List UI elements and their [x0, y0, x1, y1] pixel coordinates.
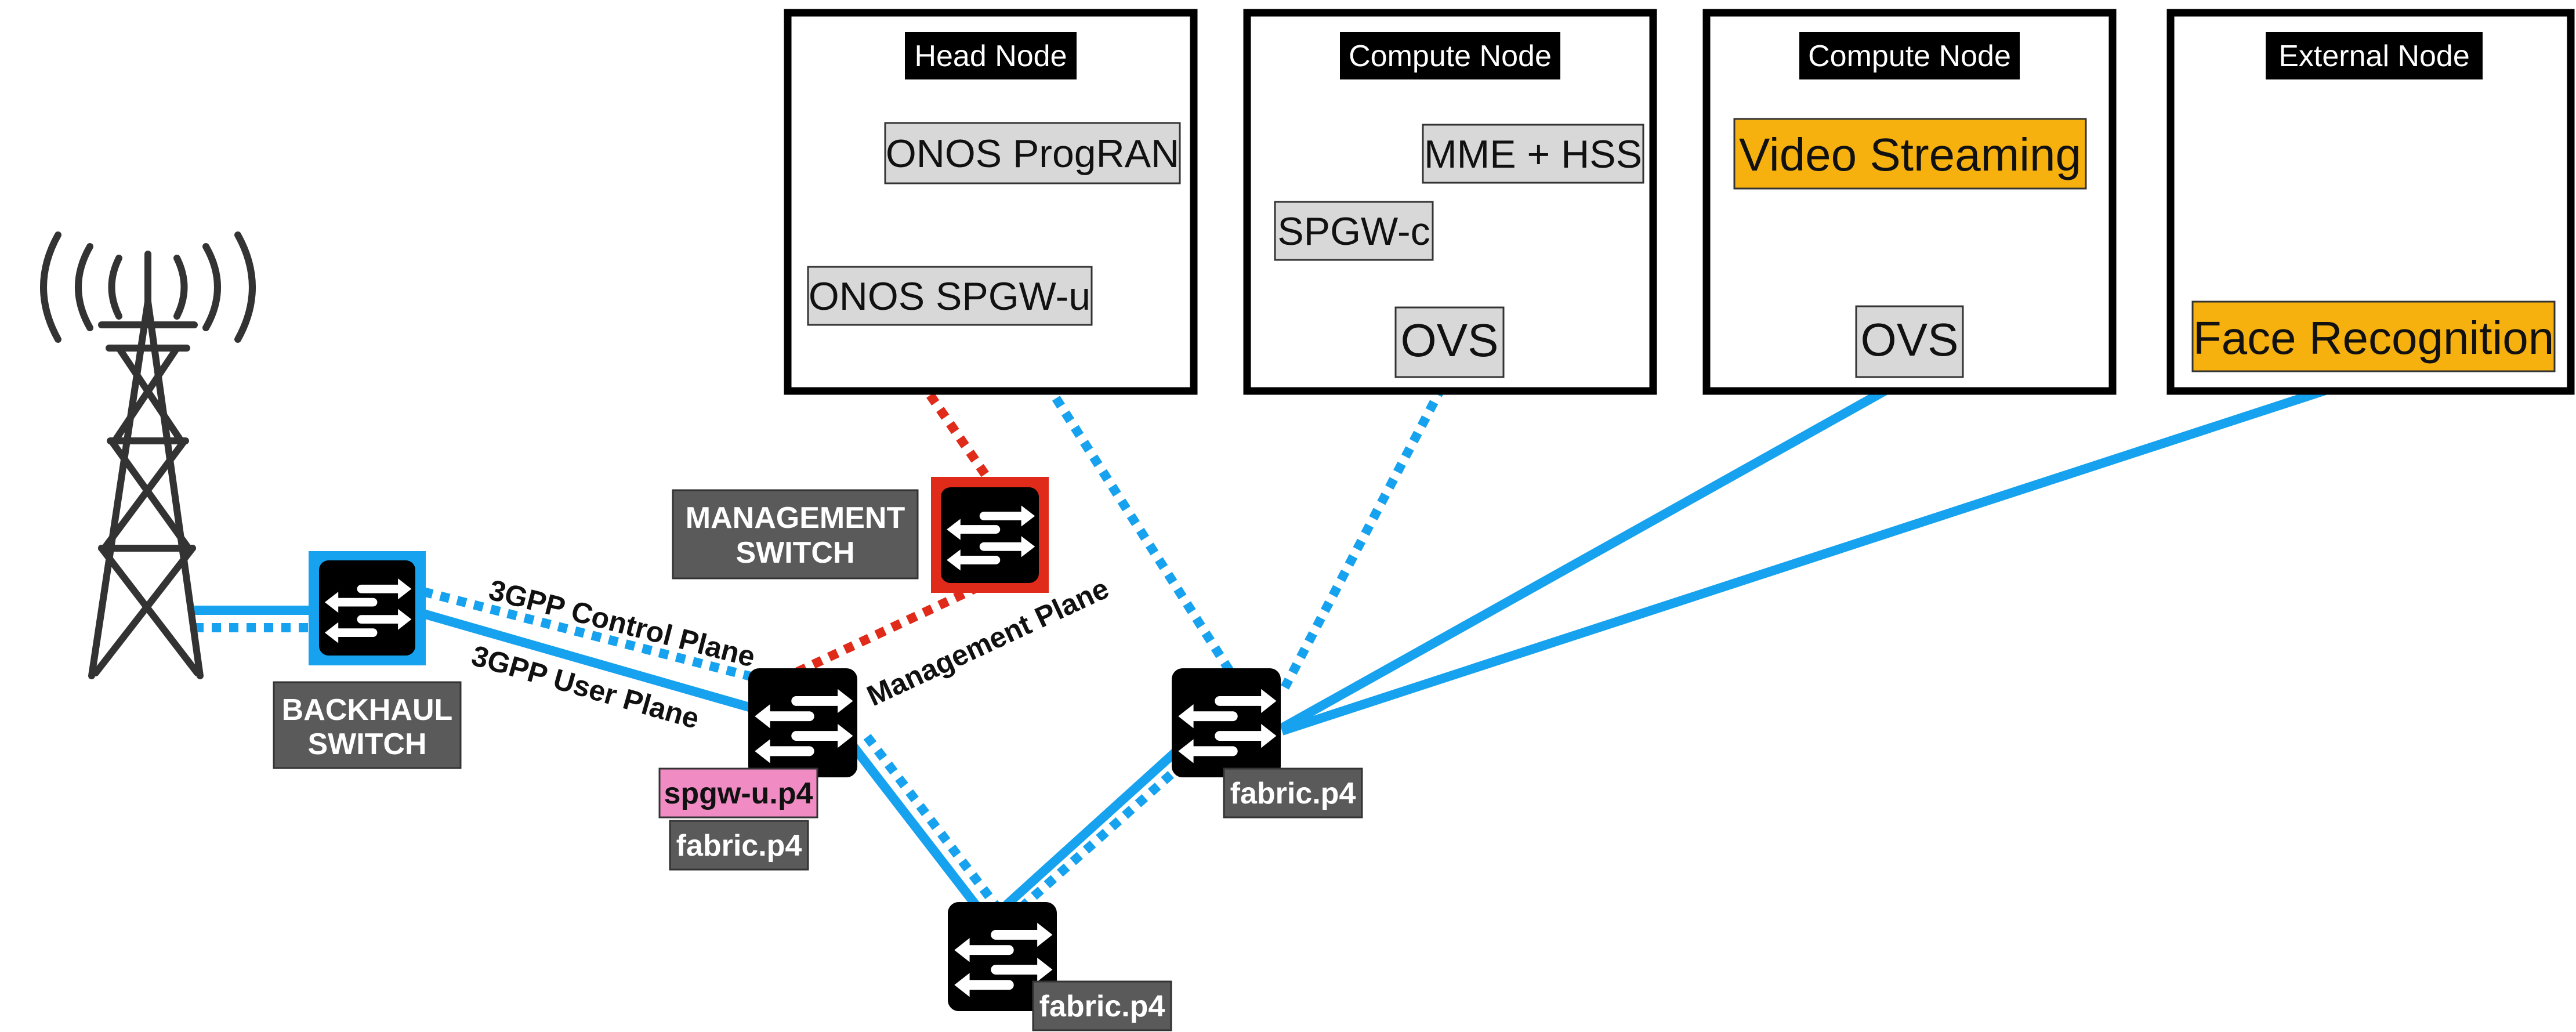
fabric-p4-tag-3-text: fabric.p4 — [1039, 990, 1165, 1023]
compute-ovs-fabric-link — [1280, 369, 1455, 690]
compute-node-2-header-text: Compute Node — [1808, 39, 2011, 73]
spgwu-fabric-switch[interactable]: spgw-u.p4 fabric.p4 — [658, 668, 857, 871]
spgw-bottom-fabric-dotted-link — [863, 734, 1002, 911]
management-switch-icon — [941, 487, 1039, 583]
backhaul-switch-icon — [319, 560, 415, 656]
external-node-header — [2266, 32, 2483, 79]
mme-hss-label: MME + HSS — [1424, 132, 1642, 176]
spgwu-p4-tag-text: spgw-u.p4 — [664, 777, 813, 810]
bottom-right-fabric-dotted-link — [1017, 742, 1207, 911]
external-node: External Node Face Recognition — [2166, 9, 2575, 395]
management-switch-label-1: MANAGEMENT — [686, 501, 905, 535]
spgwu-switch-icon — [748, 668, 857, 777]
fabric-p4-tag-3 — [1032, 980, 1172, 1031]
fabric-p4-tag-1 — [669, 820, 809, 871]
management-switch[interactable]: MANAGEMENT SWITCH — [672, 477, 1049, 593]
backhaul-switch-label-box — [273, 681, 462, 769]
backhaul-switch-label-2: SWITCH — [307, 727, 426, 761]
compute-node-1-header — [1340, 32, 1560, 79]
onos-spgwu-label: ONOS SPGW-u — [809, 274, 1090, 318]
ovs-label-2: OVS — [1861, 314, 1959, 365]
head-node: Head Node ONOS ProgRAN ONOS SPGW-u — [784, 9, 1198, 395]
backhaul-switch[interactable]: BACKHAUL SWITCH — [273, 551, 462, 769]
mme-hss-box[interactable] — [1422, 124, 1644, 184]
onos-prograN-label: ONOS ProgRAN — [886, 132, 1179, 176]
spgwc-label: SPGW-c — [1277, 209, 1430, 254]
management-plane-link — [795, 584, 977, 676]
face-recognition-box[interactable] — [2191, 300, 2556, 372]
cell-tower-icon — [40, 231, 256, 679]
control-plane-link — [422, 587, 762, 683]
video-streaming-label: Video Streaming — [1739, 129, 2081, 180]
right-fabric-switch[interactable]: fabric.p4 — [1172, 668, 1363, 819]
ovs-label-1: OVS — [1401, 314, 1499, 366]
compute-node-2: Compute Node Video Streaming OVS — [1702, 9, 2117, 395]
bottom-fabric-switch[interactable]: fabric.p4 — [948, 902, 1172, 1031]
fabric-p4-tag-2-text: fabric.p4 — [1230, 777, 1356, 810]
compute2-fabric-link — [1280, 373, 1912, 732]
user-plane-link — [422, 609, 753, 712]
management-switch-label-box — [672, 489, 919, 580]
ovs-box-2[interactable] — [1855, 305, 1964, 378]
external-node-header-text: External Node — [2278, 39, 2470, 73]
compute-node-1-header-text: Compute Node — [1349, 39, 1552, 73]
bottom-right-fabric-link — [1003, 736, 1193, 908]
management-switch-label-2: SWITCH — [736, 536, 854, 570]
fabric-p4-tag-1-text: fabric.p4 — [676, 829, 802, 863]
face-recognition-fabric-link — [1280, 367, 2386, 736]
ovs-box-1[interactable] — [1394, 306, 1505, 378]
fabric-p4-tag-2 — [1223, 767, 1363, 819]
management-headnode-link — [876, 321, 990, 479]
spgwc-box[interactable] — [1274, 201, 1434, 261]
video-streaming-box[interactable] — [1733, 118, 2087, 190]
head-node-header — [905, 32, 1077, 79]
face-recognition-label: Face Recognition — [2193, 312, 2555, 364]
onos-spgwu-box[interactable] — [807, 266, 1093, 326]
management-plane-label: Management Plane — [862, 572, 1114, 712]
compute-node-2-header — [1799, 32, 2020, 79]
spgwu-p4-tag — [658, 767, 818, 819]
spgw-bottom-fabric-link — [849, 743, 984, 914]
head-node-header-text: Head Node — [914, 39, 1067, 73]
onos-prograN-box[interactable] — [884, 122, 1181, 184]
right-fabric-switch-icon — [1172, 668, 1281, 777]
compute-node-1: Compute Node MME + HSS SPGW-c OVS — [1243, 9, 1657, 395]
backhaul-switch-label-1: BACKHAUL — [282, 693, 453, 727]
